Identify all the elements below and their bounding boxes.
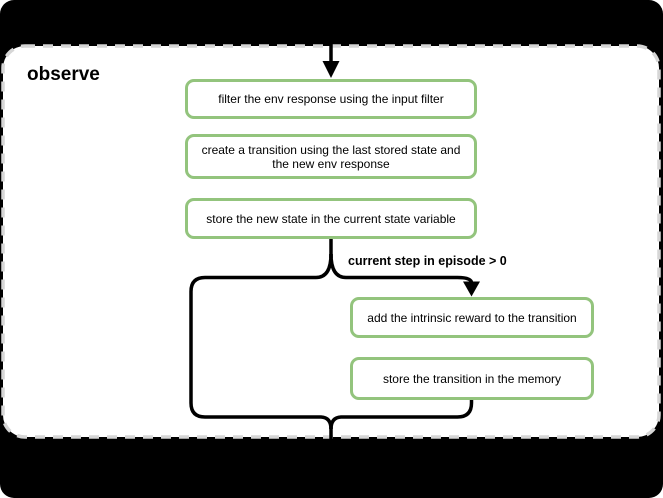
edge-store-transition-out [329,399,474,430]
node-label: filter the env response using the input … [218,92,444,106]
edge-condition-branch [329,253,474,284]
group-title: observe [27,64,100,85]
node-label: add the intrinsic reward to the transiti… [367,310,577,325]
node-add-intrinsic-reward: add the intrinsic reward to the transiti… [350,297,594,338]
node-label: store the transition in the memory [382,371,562,386]
node-label: store the new state in the current state… [206,211,456,226]
condition-arrowhead-icon [463,281,480,297]
edge-bypass-branch [189,253,333,430]
node-store-transition: store the transition in the memory [350,357,594,400]
start-arrowhead-icon [322,61,340,78]
node-label: create a transition using the last store… [201,142,461,171]
node-store-new-state: store the new state in the current state… [185,198,477,239]
node-filter-env-response: filter the env response using the input … [185,79,477,119]
node-create-transition: create a transition using the last store… [185,134,477,179]
condition-edge-label: current step in episode > 0 [348,254,507,268]
